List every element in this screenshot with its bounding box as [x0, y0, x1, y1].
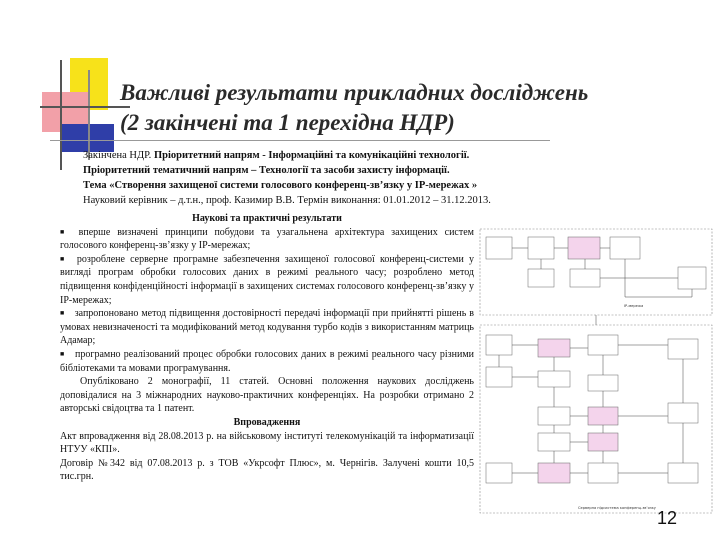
- diagram-box: [587, 374, 619, 392]
- implementation-paragraph-1: Акт впровадження від 28.08.2013 р. на ві…: [60, 430, 474, 456]
- header-priority: Пріоритетний напрям - Інформаційні та ко…: [153, 150, 470, 161]
- publications-paragraph: Опубліковано 2 монографії, 11 статей. Ос…: [60, 376, 474, 415]
- diagram-box-highlight: [567, 236, 601, 260]
- diagram-box: [587, 462, 619, 484]
- section-title: Наукові та практичні результати: [192, 213, 342, 224]
- header-line-3: Тема «Створення захищеної системи голосо…: [83, 180, 478, 191]
- diagram-connectors-bottom: [498, 344, 684, 474]
- diagram-box: [677, 266, 707, 290]
- bullet-item-4: програмно реалізований процес обробки го…: [60, 348, 474, 375]
- architecture-diagram: IP-мережа Серверна підсистема конференц-…: [478, 227, 714, 517]
- diagram-box-highlight: [537, 338, 571, 358]
- diagram-box: [667, 462, 699, 484]
- implementation-paragraph-2: Договір №342 від 07.08.2013 р. з ТОВ «Ук…: [60, 457, 474, 483]
- results-text: Наукові та практичні результати вперше в…: [60, 212, 474, 484]
- diagram-box-highlight: [587, 406, 619, 426]
- diagram-box: [537, 432, 571, 452]
- diagram-box: [569, 268, 601, 288]
- header-line-4: Науковий керівник – д.т.н., проф. Казими…: [83, 195, 491, 206]
- diagram-box: [587, 334, 619, 356]
- bullet-item-3: запропоновано метод підвищення достовірн…: [60, 307, 474, 348]
- header-line-2: Пріоритетний тематичний напрям – Техноло…: [83, 165, 450, 176]
- diagram-box: [527, 268, 555, 288]
- diagram-box: [609, 236, 641, 260]
- diagram-label-server: Серверна підсистема конференц-зв’язку: [578, 506, 657, 510]
- architecture-diagram-svg: IP-мережа Серверна підсистема конференц-…: [479, 228, 713, 514]
- page-number: 12: [657, 508, 678, 528]
- diagram-box: [667, 402, 699, 424]
- diagram-label-ip: IP-мережа: [624, 304, 643, 308]
- implementation-title: Впровадження: [233, 416, 301, 428]
- diagram-box: [485, 366, 513, 388]
- slide-title-line2: (2 закінчені та 1 перехідна НДР): [120, 110, 455, 135]
- project-header: Закінчена НДР. Пріоритетний напрям - Інф…: [83, 148, 643, 208]
- diagram-box: [667, 338, 699, 360]
- diagram-box-highlight: [537, 462, 571, 484]
- slide-title-line1: Важливі результати прикладних досліджень: [120, 80, 589, 105]
- diagram-box: [485, 334, 513, 356]
- diagram-box: [485, 236, 513, 260]
- header-line-1: Закінчена НДР. Пріоритетний напрям - Інф…: [83, 148, 643, 163]
- diagram-box: [485, 462, 513, 484]
- slide-title: Важливі результати прикладних досліджень…: [120, 78, 680, 138]
- header-status: Закінчена НДР.: [83, 150, 154, 161]
- bullet-item-2: розроблене серверне програмне забезпечен…: [60, 253, 474, 307]
- diagram-box: [537, 406, 571, 426]
- decor-vertical-line: [60, 60, 62, 170]
- diagram-box-highlight: [587, 432, 619, 452]
- decor-horizontal-line: [40, 106, 130, 108]
- bullet-item-1: вперше визначені принципи побудови та уз…: [60, 226, 474, 253]
- diagram-connectors-top: [512, 247, 693, 298]
- decor-vertical-line-2: [88, 70, 90, 160]
- title-underline: [50, 140, 550, 141]
- diagram-box: [527, 236, 555, 260]
- diagram-box: [537, 370, 571, 388]
